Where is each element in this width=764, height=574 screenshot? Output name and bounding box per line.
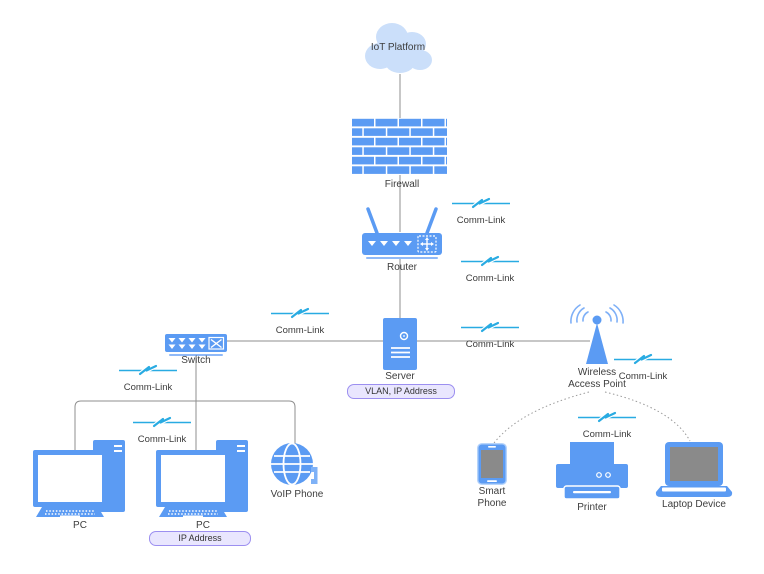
comm-link-label: Comm-Link (465, 339, 515, 350)
pc-ip-badge[interactable]: IP Address (149, 531, 251, 546)
pc-left-label: PC (73, 520, 87, 531)
smart-phone-icon[interactable] (477, 443, 507, 485)
comm-link-label: Comm-Link (137, 434, 187, 445)
router-label: Router (386, 262, 417, 273)
laptop-icon[interactable] (655, 442, 733, 499)
comm-link-label: Comm-Link (123, 382, 173, 393)
comm-link-label: Comm-Link (582, 429, 632, 440)
wireless-access-point-label: Wireless Access Point (568, 367, 626, 390)
switch-label: Switch (181, 355, 211, 366)
comm-link-label: Comm-Link (456, 215, 506, 226)
comm-link[interactable]: Comm-Link (130, 415, 194, 445)
comm-link-label: Comm-Link (275, 325, 325, 336)
lightning-bolt-icon (614, 352, 672, 366)
comm-link[interactable]: Comm-Link (611, 352, 675, 382)
comm-link-label: Comm-Link (465, 273, 515, 284)
cloud-icon[interactable] (358, 20, 438, 78)
lightning-bolt-icon (461, 320, 519, 334)
firewall-label: Firewall (384, 179, 420, 190)
laptop-label: Laptop Device (662, 499, 726, 510)
smart-phone-label: Smart Phone (477, 486, 507, 509)
router-icon[interactable] (361, 203, 443, 260)
comm-link[interactable]: Comm-Link (458, 320, 522, 350)
lightning-bolt-icon (578, 410, 636, 424)
voip-phone-icon[interactable] (270, 441, 328, 493)
pc-center-label: PC (196, 520, 210, 531)
printer-icon[interactable] (556, 440, 628, 500)
pc-icon[interactable] (30, 432, 130, 518)
lightning-bolt-icon (452, 196, 510, 210)
comm-link[interactable]: Comm-Link (116, 363, 180, 393)
comm-link[interactable]: Comm-Link (449, 196, 513, 226)
lightning-bolt-icon (119, 363, 177, 377)
comm-link[interactable]: Comm-Link (268, 306, 332, 336)
pc-icon[interactable] (153, 432, 253, 518)
lightning-bolt-icon (271, 306, 329, 320)
server-icon[interactable] (383, 318, 417, 370)
lightning-bolt-icon (461, 254, 519, 268)
server-vlan-badge[interactable]: VLAN, IP Address (347, 384, 455, 399)
voip-phone-label: VoIP Phone (270, 489, 324, 500)
server-label: Server (385, 371, 415, 382)
comm-link[interactable]: Comm-Link (575, 410, 639, 440)
switch-icon[interactable] (165, 334, 227, 357)
iot-platform-label: IoT Platform (370, 42, 426, 53)
wireless-access-point-icon[interactable] (569, 304, 625, 366)
comm-link-label: Comm-Link (618, 371, 668, 382)
lightning-bolt-icon (133, 415, 191, 429)
firewall-icon[interactable] (352, 118, 447, 175)
printer-label: Printer (577, 502, 607, 513)
comm-link[interactable]: Comm-Link (458, 254, 522, 284)
